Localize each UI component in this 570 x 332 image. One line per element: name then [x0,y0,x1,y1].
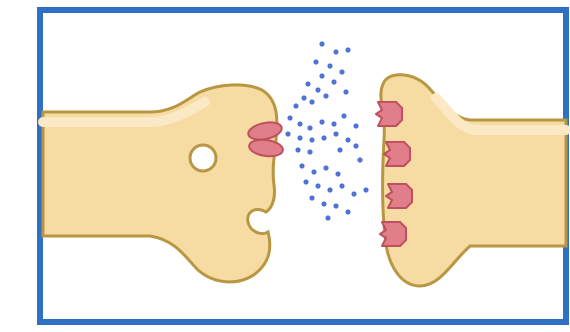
neurotransmitter-dot [315,87,320,92]
neurotransmitter-dot [309,137,314,142]
receptor-2 [384,142,410,166]
neurotransmitter-dot [351,191,356,196]
neurotransmitter-dot [331,121,336,126]
neurotransmitter-dot [297,121,302,126]
neurotransmitter-dot [325,215,330,220]
neurotransmitter-dot [327,63,332,68]
receptor-4 [380,222,406,246]
neurotransmitter-dot [319,41,324,46]
neurotransmitter-dot [319,73,324,78]
neurotransmitter-dot [293,103,298,108]
neurotransmitter-dot [295,147,300,152]
receptor-1 [376,102,402,126]
neurotransmitter-dot [321,201,326,206]
neurotransmitter-dot [309,195,314,200]
neurotransmitter-dot [333,131,338,136]
neurotransmitter-dot [321,135,326,140]
neurotransmitter-dot [307,125,312,130]
neurotransmitter-dot [285,131,290,136]
neurotransmitter-dot [339,69,344,74]
neurotransmitter-dot [311,169,316,174]
neurotransmitter-dot [307,149,312,154]
neurotransmitter-dot [357,157,362,162]
neurotransmitter-dot [309,99,314,104]
neurotransmitter-dot [333,49,338,54]
neurotransmitter-dot [339,183,344,188]
neurotransmitter-dot [327,187,332,192]
neurotransmitter-dot [313,59,318,64]
neurotransmitter-dot [331,79,336,84]
neurotransmitter-dot [353,143,358,148]
neurotransmitter-dot [305,81,310,86]
neurotransmitter-dot [303,179,308,184]
neurotransmitter-dot [337,147,342,152]
neurotransmitter-dot [287,115,292,120]
neurotransmitter-dot [335,171,340,176]
neurotransmitter-dot [363,187,368,192]
neurotransmitter-dot [315,183,320,188]
neurotransmitter-dot [345,137,350,142]
neurotransmitter-dot [345,47,350,52]
receptor-3 [386,184,412,208]
neurotransmitter-dot [333,203,338,208]
neurotransmitter-dot [323,93,328,98]
neurotransmitter-dot [353,123,358,128]
neurotransmitter-dot [301,95,306,100]
neurotransmitter-dot [341,113,346,118]
neurotransmitter-dot [319,119,324,124]
neurotransmitter-dot [323,165,328,170]
neurotransmitter-dot [343,89,348,94]
synaptic-vesicle [190,145,216,171]
neurotransmitter-dot [299,163,304,168]
neurotransmitter-dot [345,209,350,214]
neurotransmitter-dot [297,135,302,140]
